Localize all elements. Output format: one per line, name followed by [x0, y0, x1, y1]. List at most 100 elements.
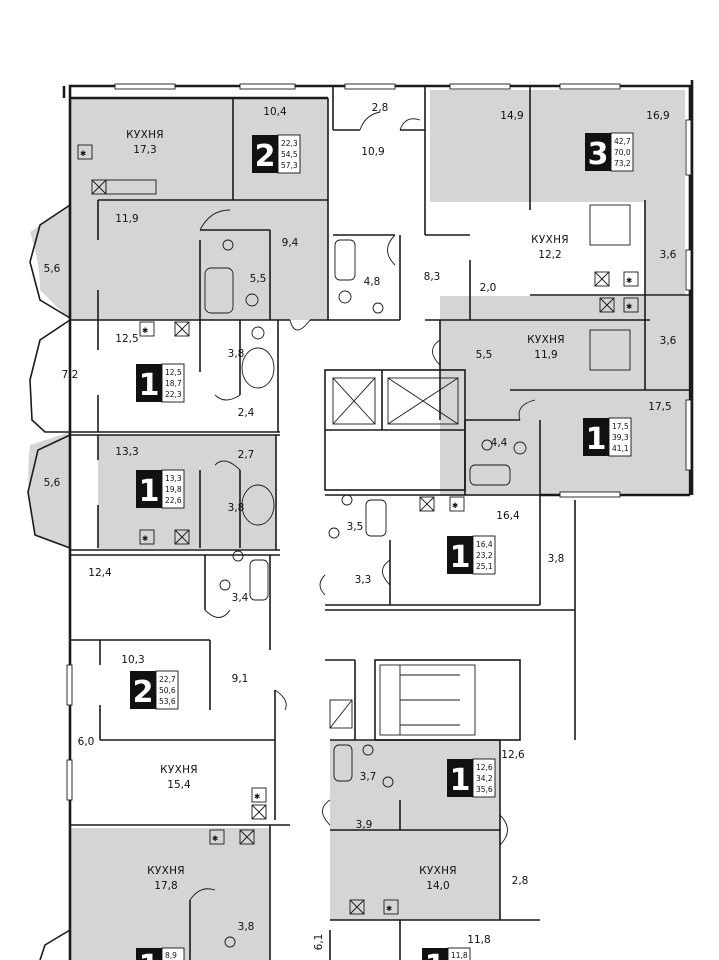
kitchen-fixtures: ✱ ✱ ✱ ✱ ✱ ✱ ✱ ✱ ✱ [77, 144, 639, 915]
room-area: 7,2 [62, 369, 79, 381]
apartment-badge-3: 3 42,7 70,0 73,2 [585, 132, 634, 172]
svg-text:✱: ✱ [452, 501, 458, 510]
room-area: 17,3 [133, 144, 156, 156]
apartment-badge-1-left-a: 1 12,5 18,7 22,3 [136, 363, 185, 403]
svg-text:✱: ✱ [80, 149, 86, 158]
svg-text:19,8: 19,8 [165, 485, 182, 494]
room-area: 2,0 [480, 282, 497, 294]
sink-icon [174, 321, 190, 337]
room-area: 2,8 [372, 102, 389, 114]
room-area: 2,7 [238, 449, 255, 461]
room-label: КУХНЯ [527, 334, 565, 346]
sink-icon [594, 271, 610, 287]
svg-text:1: 1 [450, 763, 471, 798]
svg-text:✱: ✱ [254, 792, 260, 801]
svg-text:11,8: 11,8 [451, 951, 468, 960]
room-area: 5,6 [44, 263, 61, 275]
room-label: КУХНЯ [160, 764, 198, 776]
stove-icon: ✱ [383, 899, 399, 915]
stove-icon: ✱ [449, 496, 465, 512]
room-label: КУХНЯ [126, 129, 164, 141]
room-area: 5,6 [44, 477, 61, 489]
room-label: КУХНЯ [419, 865, 457, 877]
svg-text:✱: ✱ [626, 276, 632, 285]
svg-text:1: 1 [425, 949, 446, 960]
svg-text:23,2: 23,2 [476, 551, 493, 560]
room-labels: КУХНЯ 17,3 10,4 11,9 9,4 5,5 5,6 2,8 10,… [44, 102, 677, 950]
room-area: 10,4 [263, 106, 287, 118]
room-area: 4,4 [491, 437, 508, 449]
apartment-badge-1-right: 1 17,5 39,3 41,1 [583, 417, 632, 457]
svg-text:22,3: 22,3 [281, 139, 298, 148]
sink-icon [174, 529, 190, 545]
interior-walls [70, 86, 690, 960]
room-area: 13,3 [115, 446, 138, 458]
room-area: 9,4 [282, 237, 299, 249]
room-area: 6,0 [78, 736, 95, 748]
svg-text:✱: ✱ [386, 904, 392, 913]
apartment-1-right-middle[interactable] [440, 296, 688, 496]
svg-text:25,1: 25,1 [476, 562, 493, 571]
stove-icon: ✱ [623, 297, 639, 313]
stove-icon: ✱ [251, 787, 267, 803]
room-area: 3,6 [660, 249, 677, 261]
svg-text:2: 2 [133, 675, 154, 710]
sink-icon [419, 496, 435, 512]
room-area: 12,6 [501, 749, 525, 761]
apartment-3-top-right[interactable] [430, 90, 685, 295]
stove-icon: ✱ [139, 529, 155, 545]
svg-text:73,2: 73,2 [614, 159, 631, 168]
stove-icon: ✱ [209, 829, 225, 845]
room-area: 12,2 [538, 249, 561, 261]
room-area: 4,8 [364, 276, 381, 288]
svg-text:17,5: 17,5 [612, 422, 629, 431]
svg-text:12,5: 12,5 [165, 368, 182, 377]
room-area: 15,4 [167, 779, 191, 791]
apartment-badge-1-lower: 1 12,6 34,2 35,6 [447, 758, 496, 798]
svg-text:✱: ✱ [142, 326, 148, 335]
svg-text:18,7: 18,7 [165, 379, 182, 388]
room-area: 9,1 [232, 673, 249, 685]
room-area: 10,3 [121, 654, 144, 666]
bathroom-fixtures [204, 239, 527, 948]
svg-text:50,6: 50,6 [159, 686, 176, 695]
room-area: 17,5 [648, 401, 671, 413]
room-area: 12,5 [115, 333, 138, 345]
room-area: 6,1 [313, 934, 325, 951]
room-area: 3,8 [548, 553, 565, 565]
room-area: 3,3 [355, 574, 372, 586]
room-area: 3,5 [347, 521, 364, 533]
apartment-2-top-left[interactable] [30, 98, 328, 320]
room-area: 5,5 [476, 349, 493, 361]
sink-icon [239, 829, 255, 845]
room-area: 14,9 [500, 110, 523, 122]
room-area: 11,9 [115, 213, 138, 225]
room-area: 10,9 [361, 146, 384, 158]
svg-text:1: 1 [586, 422, 607, 457]
apartment-badge-2-bottom: 2 22,7 50,6 53,6 [130, 670, 179, 710]
svg-text:53,6: 53,6 [159, 697, 176, 706]
apartment-badge-2-top: 2 22,3 54,5 57,3 [252, 134, 301, 174]
sink-icon [599, 297, 615, 313]
svg-text:39,3: 39,3 [612, 433, 629, 442]
svg-text:✱: ✱ [142, 534, 148, 543]
svg-text:2: 2 [255, 139, 276, 174]
room-area: 3,7 [360, 771, 377, 783]
svg-text:22,3: 22,3 [165, 390, 182, 399]
svg-text:42,7: 42,7 [614, 137, 631, 146]
room-area: 16,9 [646, 110, 669, 122]
room-area: 3,9 [356, 819, 373, 831]
svg-text:✱: ✱ [212, 834, 218, 843]
room-area: 16,4 [496, 510, 520, 522]
apartment-badge-1-bottom-left: 1 8,9 [136, 947, 185, 960]
svg-text:1: 1 [139, 474, 160, 509]
svg-text:34,2: 34,2 [476, 774, 493, 783]
room-area: 5,5 [250, 273, 267, 285]
room-area: 8,3 [424, 271, 441, 283]
room-area: 3,8 [228, 348, 245, 360]
svg-text:22,6: 22,6 [165, 496, 182, 505]
svg-text:3: 3 [588, 137, 609, 172]
room-area: 14,0 [426, 880, 449, 892]
apartment-kitchen-lower-left[interactable] [70, 828, 270, 960]
